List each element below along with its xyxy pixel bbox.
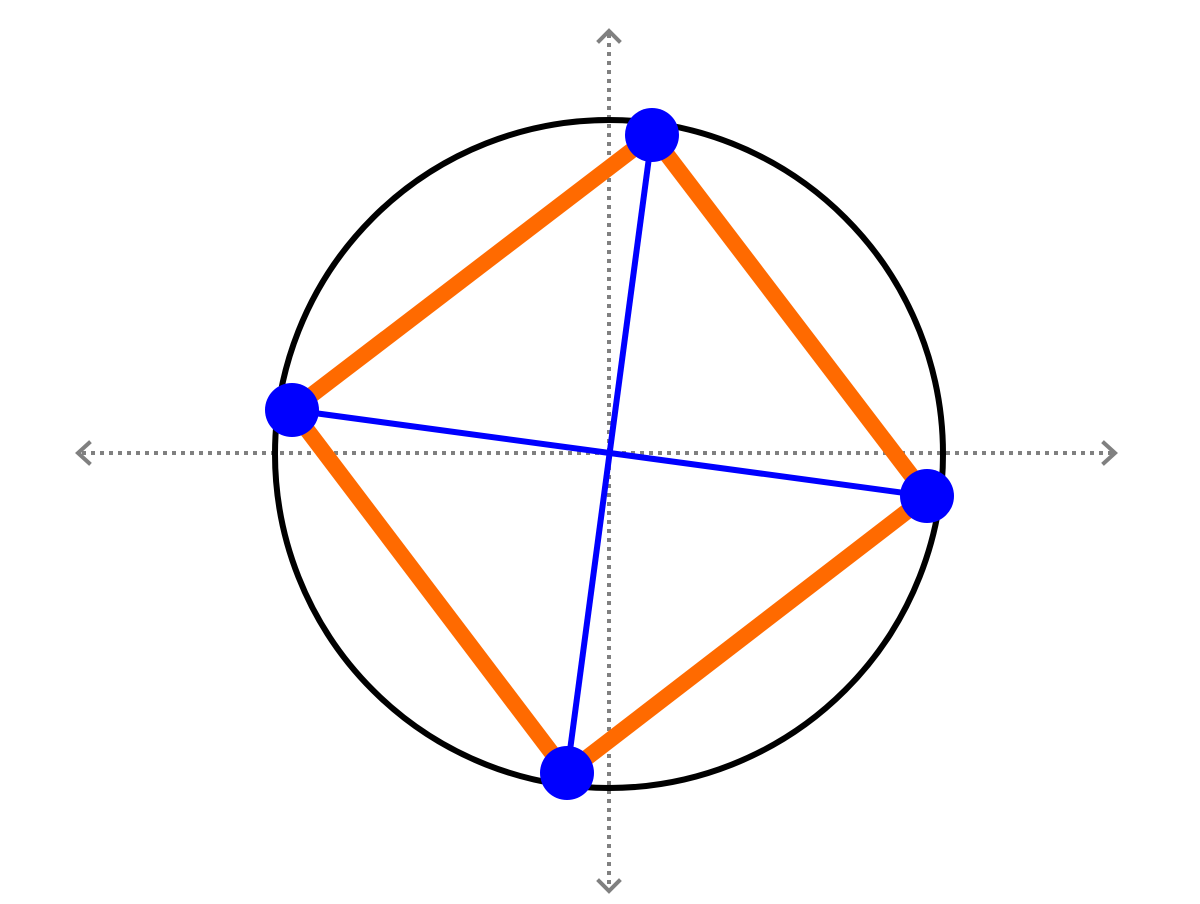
y-axis-top-arrowhead (596, 28, 622, 44)
diagonal-left-right (291, 407, 928, 499)
circumscribed-circle (272, 117, 946, 791)
vertex-point-left (265, 383, 319, 437)
coordinate-axes (75, 28, 1118, 894)
y-axis-bottom-arrowhead (596, 878, 622, 894)
diagonals-group (291, 134, 928, 774)
quad-edge-top-right (645, 130, 934, 501)
quad-edge-left-top (287, 128, 657, 417)
vertex-point-top (625, 108, 679, 162)
quadrilateral-group (285, 128, 934, 780)
vertex-points-group (265, 108, 954, 800)
quad-edge-right-bottom (562, 489, 932, 780)
vertex-point-bottom (540, 746, 594, 800)
x-axis-right-arrowhead (1101, 440, 1118, 466)
x-axis-left-arrowhead (75, 440, 92, 466)
vertex-point-right (900, 469, 954, 523)
circumscribed-circle-group (272, 117, 946, 791)
quad-edge-bottom-left (285, 405, 574, 778)
